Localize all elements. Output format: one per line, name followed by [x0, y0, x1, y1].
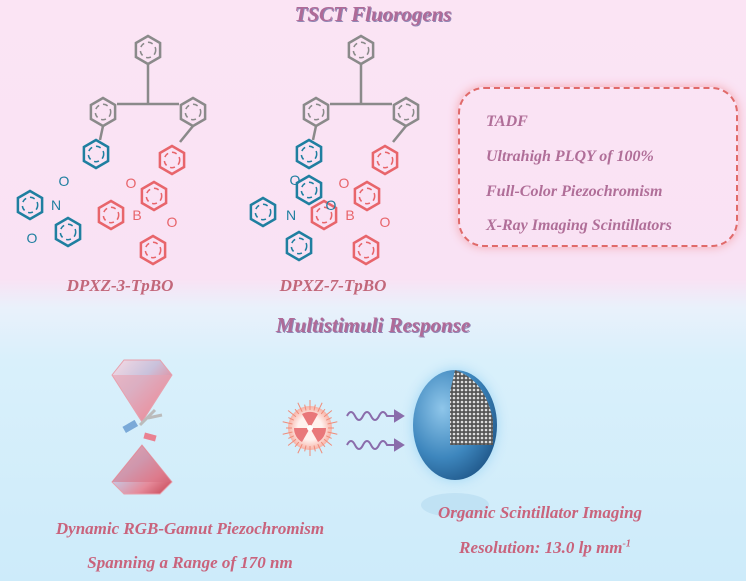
ray — [323, 438, 333, 446]
benzene-ring — [392, 96, 420, 128]
feature-scintillators: X-Ray Imaging Scintillators — [486, 217, 672, 234]
resolution-text: Resolution: 13.0 lp mm — [459, 538, 623, 557]
benzene-ring — [302, 96, 330, 128]
piezo-caption-line1: Dynamic RGB-Gamut Piezochromism — [55, 519, 325, 538]
ray — [313, 404, 316, 411]
ray — [282, 431, 293, 435]
benzene-ring — [139, 234, 167, 266]
benzene-ring — [89, 96, 117, 128]
ray — [297, 402, 303, 412]
radiation-source-icon — [282, 400, 338, 456]
atom-label-nitrogen: N — [286, 207, 296, 223]
ray — [288, 417, 294, 421]
molecule-label-2: DPXZ-7-TpBO — [279, 276, 387, 295]
atom-label-oxygen: O — [380, 214, 391, 230]
molecule-label-1: DPXZ-3-TpBO — [66, 276, 174, 295]
benzene-ring — [54, 216, 82, 248]
xray-wave-arrows — [346, 409, 405, 452]
resolution-exponent: -1 — [622, 538, 631, 550]
feature-tadf: TADF — [486, 113, 528, 130]
atom-label-nitrogen: N — [51, 197, 61, 213]
features-box: TADF Ultrahigh PLQY of 100% Full-Color P… — [458, 87, 738, 247]
bond — [179, 125, 194, 143]
benzene-ring — [97, 199, 125, 231]
ray — [294, 441, 300, 448]
ray — [327, 431, 338, 435]
benzene-ring — [134, 34, 162, 66]
benzene-ring — [295, 174, 323, 206]
bond — [311, 125, 318, 141]
ray — [317, 402, 323, 412]
ray — [294, 408, 300, 415]
benzene-ring — [179, 96, 207, 128]
piezo-caption-line2: Spanning a Range of 170 nm — [87, 553, 293, 572]
scintillator-caption-line1: Organic Scintillator Imaging — [437, 503, 643, 522]
top-section-title: TSCT Fluorogens — [294, 2, 452, 26]
atom-label-oxygen: O — [167, 214, 178, 230]
ray — [317, 444, 323, 454]
benzene-ring — [347, 34, 375, 66]
feature-plqy: Ultrahigh PLQY of 100% — [486, 148, 654, 165]
ray — [297, 444, 303, 454]
ray — [288, 435, 294, 439]
scintillator-caption-line2: Resolution: 13.0 lp mm-1 — [459, 538, 631, 558]
ray — [282, 421, 293, 425]
atom-label-boron: B — [132, 207, 141, 223]
benzene-ring — [82, 138, 110, 170]
ray — [320, 408, 326, 415]
benzene-ring — [285, 230, 313, 262]
atom-label-oxygen: O — [126, 175, 137, 191]
atom-label-oxygen: O — [59, 173, 70, 189]
benzene-ring — [353, 180, 381, 212]
benzene-ring — [158, 144, 186, 176]
ray — [320, 441, 326, 448]
ray — [287, 438, 297, 446]
atom-label-boron: B — [345, 207, 354, 223]
ray — [304, 404, 307, 411]
diamond-anvil-icon — [111, 359, 173, 495]
ray — [323, 410, 333, 418]
ray — [327, 421, 338, 425]
bond — [98, 125, 105, 141]
atom-label-oxygen: O — [326, 197, 337, 213]
feature-piezochromism: Full-Color Piezochromism — [486, 183, 663, 200]
ray — [313, 445, 316, 452]
benzene-ring — [371, 144, 399, 176]
atom-label-oxygen: O — [290, 172, 301, 188]
benzene-ring — [249, 196, 277, 228]
bond — [392, 125, 407, 143]
ray — [287, 410, 297, 418]
benzene-ring — [310, 199, 338, 231]
ray — [304, 445, 307, 452]
benzene-ring — [140, 180, 168, 212]
atom-label-oxygen: O — [339, 175, 350, 191]
benzene-ring — [352, 234, 380, 266]
atom-label-oxygen: O — [27, 230, 38, 246]
scintillator-sphere-icon — [413, 370, 497, 517]
bottom-section-title: Multistimuli Response — [275, 313, 471, 337]
ray — [326, 417, 332, 421]
benzene-ring — [295, 138, 323, 170]
ray — [326, 435, 332, 439]
benzene-ring — [16, 189, 44, 221]
